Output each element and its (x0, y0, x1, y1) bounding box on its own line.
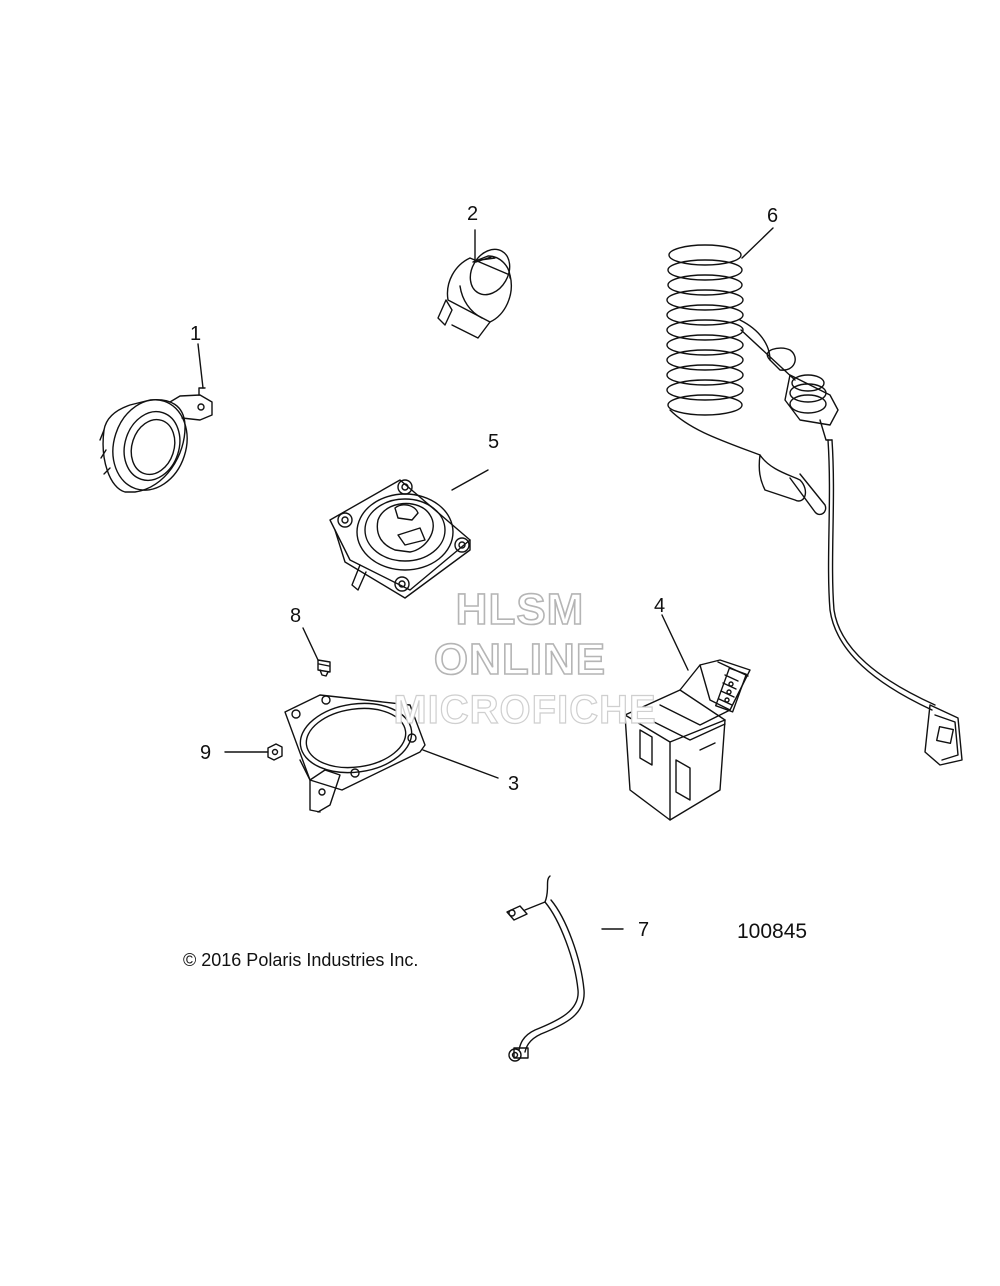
leader-1 (197, 343, 204, 389)
part-6-tether (666, 244, 963, 766)
callout-5: 5 (488, 431, 500, 453)
callout-8: 8 (290, 605, 302, 627)
callout-2: 2 (467, 203, 479, 225)
drawing-number: 100845 (737, 920, 808, 943)
leader-4 (661, 614, 689, 671)
callout-1: 1 (190, 323, 202, 345)
watermark-line-1: HLSM (455, 584, 585, 635)
callout-4: 4 (654, 595, 666, 617)
part-7-cable (506, 875, 585, 1062)
callout-6: 6 (767, 205, 779, 227)
leader-6 (741, 227, 774, 259)
callout-9: 9 (200, 742, 212, 764)
copyright-notice: © 2016 Polaris Industries Inc. (183, 950, 419, 970)
callout-7: 7 (638, 919, 650, 941)
leader-8 (302, 627, 319, 661)
watermark-line-2: ONLINE (433, 634, 607, 685)
part-9-nut (267, 743, 283, 761)
part-5-switch (329, 479, 471, 599)
watermark-line-3: MICROFICHE (393, 687, 657, 732)
leader-5 (451, 469, 489, 491)
leader-3 (422, 749, 499, 779)
part-1-horn (99, 387, 213, 493)
callout-3: 3 (508, 773, 520, 795)
part-2-bushing (437, 248, 512, 339)
part-4-module (624, 659, 751, 821)
part-3-plate (284, 694, 426, 813)
part-8-screw (317, 659, 331, 677)
